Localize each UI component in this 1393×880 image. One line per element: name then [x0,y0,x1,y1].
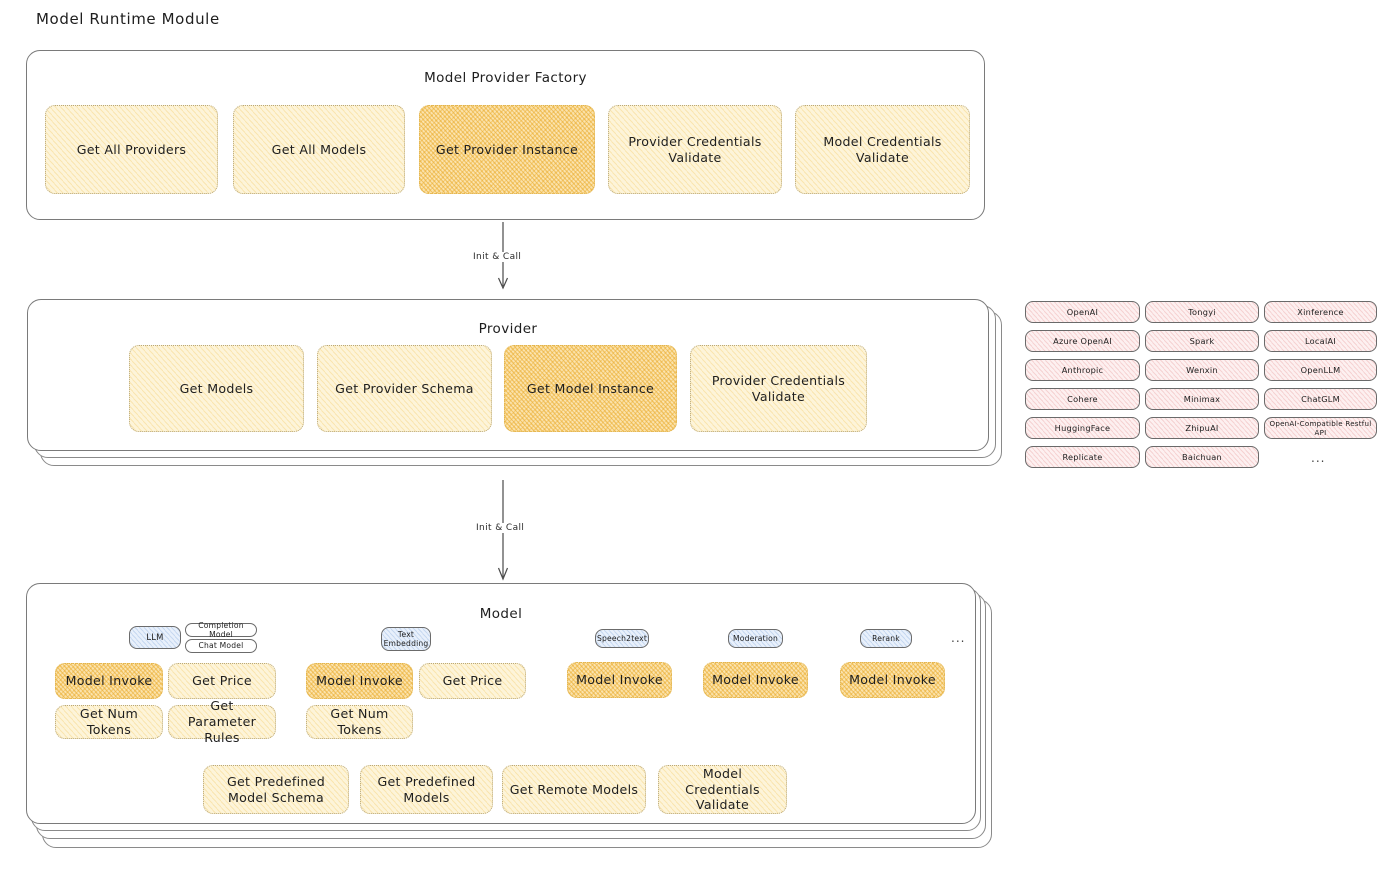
provider-chip-openllm[interactable]: OpenLLM [1264,359,1377,381]
model-common-get-remote-models[interactable]: Get Remote Models [502,765,646,814]
model-method-text-embedding-get-num-tokens[interactable]: Get Num Tokens [306,705,413,739]
provider-node-get-models[interactable]: Get Models [129,345,304,432]
model-provider-factory-title: Model Provider Factory [424,70,587,86]
model-common-get-predefined-models[interactable]: Get Predefined Models [360,765,493,814]
factory-node-get-provider-instance[interactable]: Get Provider Instance [419,105,595,194]
provider-chip-spark[interactable]: Spark [1145,330,1259,352]
provider-chip-replicate[interactable]: Replicate [1025,446,1140,468]
factory-node-model-credentials-validate[interactable]: Model Credentials Validate [795,105,970,194]
model-method-moderation-model-invoke[interactable]: Model Invoke [703,662,808,698]
model-method-llm-get-num-tokens[interactable]: Get Num Tokens [55,705,163,739]
model-method-speech2text-model-invoke[interactable]: Model Invoke [567,662,672,698]
provider-node-get-provider-schema[interactable]: Get Provider Schema [317,345,492,432]
model-type-badge-moderation[interactable]: Moderation [728,629,783,648]
arrow-label-init-call-2: Init & Call [473,523,528,533]
provider-chip-openai[interactable]: OpenAI [1025,301,1140,323]
provider-node-get-model-instance[interactable]: Get Model Instance [504,345,677,432]
model-common-model-credentials-validate[interactable]: Model Credentials Validate [658,765,787,814]
provider-chip-openai-compatible-restful-api[interactable]: OpenAI-Compatible Restful API [1264,417,1377,439]
provider-chip-baichuan[interactable]: Baichuan [1145,446,1259,468]
factory-node-get-all-models[interactable]: Get All Models [233,105,405,194]
model-method-rerank-model-invoke[interactable]: Model Invoke [840,662,945,698]
model-method-text-embedding-model-invoke[interactable]: Model Invoke [306,663,413,699]
provider-node-provider-credentials-validate[interactable]: Provider Credentials Validate [690,345,867,432]
model-type-badge-text-embedding[interactable]: Text Embedding [381,627,431,651]
provider-chip-cohere[interactable]: Cohere [1025,388,1140,410]
model-types-more: ... [951,631,966,645]
model-common-get-predefined-model-schema[interactable]: Get Predefined Model Schema [203,765,349,814]
provider-list-more: ... [1311,451,1326,465]
model-title: Model [479,606,523,622]
provider-chip-huggingface[interactable]: HuggingFace [1025,417,1140,439]
model-method-llm-get-price[interactable]: Get Price [168,663,276,699]
provider-chip-xinference[interactable]: Xinference [1264,301,1377,323]
model-subtype-badge-chat-model[interactable]: Chat Model [185,639,257,653]
provider-chip-minimax[interactable]: Minimax [1145,388,1259,410]
model-method-text-embedding-get-price[interactable]: Get Price [419,663,526,699]
arrow-label-init-call-1: Init & Call [470,252,525,262]
provider-chip-zhipuai[interactable]: ZhipuAI [1145,417,1259,439]
provider-chip-anthropic[interactable]: Anthropic [1025,359,1140,381]
factory-node-get-all-providers[interactable]: Get All Providers [45,105,218,194]
model-type-badge-llm[interactable]: LLM [129,626,181,649]
provider-chip-tongyi[interactable]: Tongyi [1145,301,1259,323]
provider-chip-chatglm[interactable]: ChatGLM [1264,388,1377,410]
factory-node-provider-credentials-validate[interactable]: Provider Credentials Validate [608,105,782,194]
model-type-badge-rerank[interactable]: Rerank [860,629,912,648]
model-method-llm-get-parameter-rules[interactable]: Get Parameter Rules [168,698,276,745]
model-method-llm-model-invoke[interactable]: Model Invoke [55,663,163,699]
model-type-badge-speech2text[interactable]: Speech2text [595,629,649,648]
model-subtype-badge-completion-model[interactable]: Completion Model [185,621,257,639]
model-frame: Model [26,583,976,824]
provider-title: Provider [478,321,538,337]
provider-chip-wenxin[interactable]: Wenxin [1145,359,1259,381]
provider-chip-localai[interactable]: LocalAI [1264,330,1377,352]
page-title: Model Runtime Module [36,10,220,28]
provider-chip-azure-openai[interactable]: Azure OpenAI [1025,330,1140,352]
